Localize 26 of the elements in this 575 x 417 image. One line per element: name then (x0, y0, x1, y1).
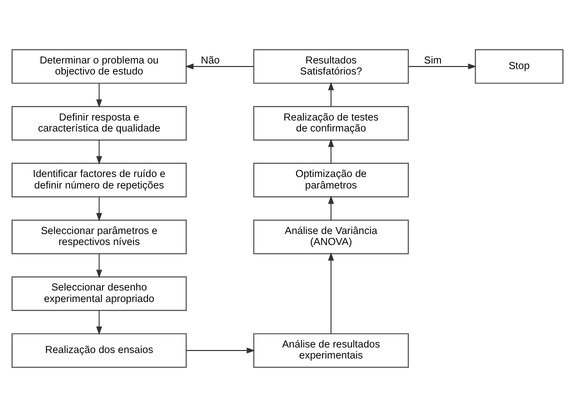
arrow (96, 140, 102, 165)
edge-label: Sim (424, 56, 442, 67)
node-box: Identificar factores de ruído e definir número de repetições (12, 162, 187, 198)
arrow (328, 82, 334, 107)
node-box: Análise de resultados experimentais (253, 333, 409, 368)
node-box: Resultados Satisfatórios? (253, 49, 409, 84)
node-box: Optimização de parâmetros (253, 162, 409, 198)
edge-label: Não (200, 56, 220, 67)
node-box: Determinar o problema ou objectivo de estudo (12, 49, 187, 84)
arrow (186, 348, 256, 354)
arrow (96, 253, 102, 278)
node-box: Stop (474, 49, 564, 84)
node-box: Definir resposta e característica de qualidade (12, 106, 187, 141)
node-box: Seleccionar desenho experimental apropriado (12, 276, 187, 312)
node-box: Realização dos ensaios (12, 333, 187, 368)
node-box: Análise de Variância (ANOVA) (253, 220, 409, 254)
arrow (328, 138, 334, 164)
arrow (185, 64, 254, 70)
node-box: Realização de testes de confirmação (253, 106, 409, 141)
arrow (328, 195, 334, 221)
arrow (328, 252, 334, 334)
arrow (408, 64, 476, 70)
arrow (96, 310, 102, 335)
arrow (96, 196, 102, 222)
node-box: Seleccionar parâmetros e respectivos níveis (12, 220, 187, 254)
arrow (96, 82, 102, 108)
